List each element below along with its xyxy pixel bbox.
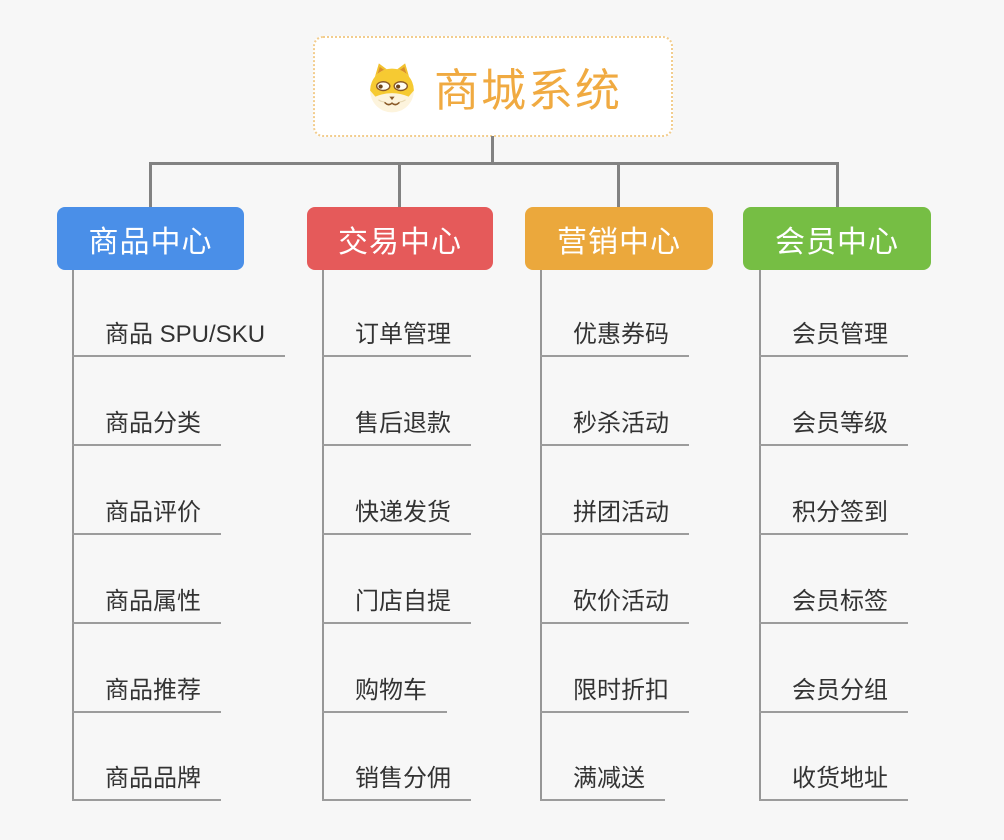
leaf-node[interactable]: 快递发货 [322,499,471,535]
leaf-node[interactable]: 商品品牌 [72,765,221,801]
leaf-node[interactable]: 砍价活动 [540,588,689,624]
center-node-label: 交易中心 [338,225,462,259]
branch-member: 会员管理 会员等级 积分签到 会员标签 会员分组 收货地址 [759,270,1004,805]
leaf-node[interactable]: 收货地址 [759,765,908,801]
branch-marketing: 优惠券码 秒杀活动 拼团活动 砍价活动 限时折扣 满减送 [540,270,790,805]
root-node-label: 商城系统 [433,65,622,116]
leaf-node[interactable]: 会员分组 [759,677,908,713]
leaf-node[interactable]: 销售分佣 [322,765,471,801]
branch-trunk-line [322,270,324,801]
center-node-member[interactable]: 会员中心 [743,207,931,270]
connector-drop-marketing [617,162,620,208]
leaf-node[interactable]: 商品 SPU/SKU [72,321,286,357]
leaf-node[interactable]: 商品评价 [72,499,221,535]
dog-face-icon [370,62,414,112]
connector-horizontal-bus [149,162,839,165]
leaf-node[interactable]: 购物车 [322,677,447,713]
leaf-node[interactable]: 拼团活动 [540,499,689,535]
leaf-node[interactable]: 门店自提 [322,588,471,624]
center-node-marketing[interactable]: 营销中心 [525,207,713,270]
center-node-label: 商品中心 [88,225,213,259]
connector-drop-member [836,162,839,208]
branch-trade: 订单管理 售后退款 快递发货 门店自提 购物车 销售分佣 [322,270,572,805]
branch-trunk-line [72,270,74,801]
branch-trunk-line [540,270,542,801]
leaf-node[interactable]: 商品分类 [72,410,221,446]
leaf-node[interactable]: 订单管理 [322,321,471,357]
leaf-node[interactable]: 会员标签 [759,588,908,624]
leaf-node[interactable]: 会员管理 [759,321,908,357]
leaf-node[interactable]: 商品属性 [72,588,221,624]
leaf-node[interactable]: 限时折扣 [540,677,689,713]
center-node-trade[interactable]: 交易中心 [307,207,493,270]
branch-product: 商品 SPU/SKU 商品分类 商品评价 商品属性 商品推荐 商品品牌 [72,270,322,805]
center-node-label: 营销中心 [557,225,681,259]
connector-root-stem [491,136,494,164]
branch-trunk-line [759,270,761,801]
center-node-product[interactable]: 商品中心 [57,207,244,270]
leaf-node[interactable]: 商品推荐 [72,677,221,713]
leaf-node[interactable]: 优惠券码 [540,321,689,357]
leaf-node[interactable]: 秒杀活动 [540,410,689,446]
leaf-node[interactable]: 会员等级 [759,410,908,446]
root-node-mall-system[interactable]: 商城系统 [313,36,673,137]
leaf-node[interactable]: 积分签到 [759,499,908,535]
leaf-node[interactable]: 售后退款 [322,410,471,446]
center-node-label: 会员中心 [775,225,899,259]
connector-drop-trade [398,162,401,208]
leaf-node[interactable]: 满减送 [540,765,665,801]
connector-drop-product [149,162,152,208]
